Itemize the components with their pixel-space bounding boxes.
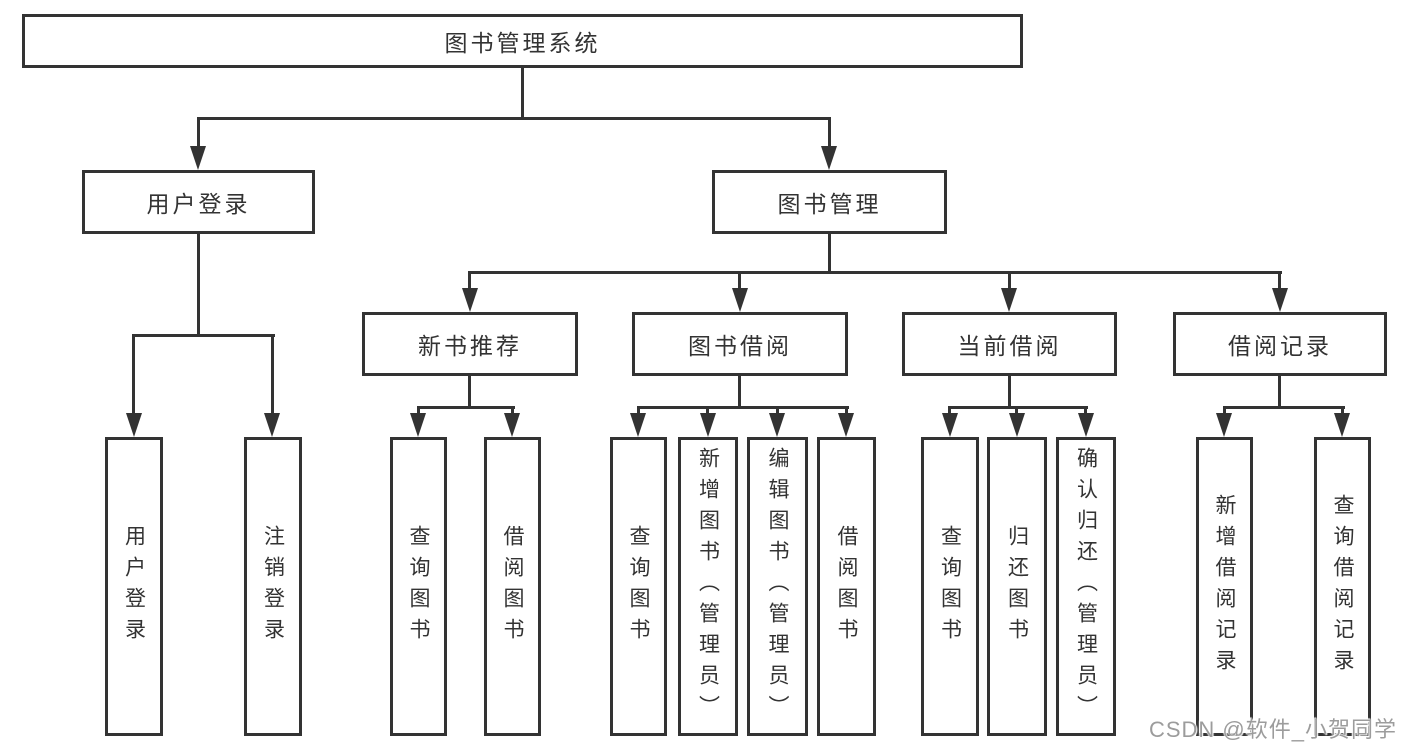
connector [828,233,831,274]
node-label: 新书推荐 [418,333,522,359]
leaf-borrow-books: 借阅图书 [817,437,876,736]
node-current-borrowing: 当前借阅 [902,312,1117,376]
node-label: 归还图书 [1005,524,1029,649]
arrow-down-icon [821,146,837,170]
arrow-down-icon [264,413,280,437]
node-label: 确认归还（管理员） [1074,447,1098,726]
connector [845,406,848,416]
connector [738,375,741,408]
arrow-down-icon [1334,413,1350,437]
connector [1223,406,1226,416]
arrow-down-icon [190,146,206,170]
connector [521,68,524,118]
connector [948,406,951,416]
node-label: 图书管理系统 [444,30,601,56]
node-label: 图书管理 [777,191,882,217]
arrow-down-icon [838,413,854,437]
node-label: 借阅图书 [835,524,858,649]
leaf-edit-books-admin: 编辑图书（管理员） [747,437,808,736]
node-label: 借阅图书 [501,524,524,649]
connector [271,334,274,417]
leaf-query-books-borrow: 查询图书 [610,437,667,736]
connector [468,271,471,292]
connector [738,271,741,292]
node-label: 新增图书（管理员） [696,447,720,726]
node-label: 图书借阅 [688,333,792,359]
arrow-down-icon [1001,288,1017,312]
arrow-down-icon [462,288,478,312]
connector [1278,271,1281,292]
connector [776,406,779,416]
node-borrowing-records: 借阅记录 [1173,312,1387,376]
leaf-borrow-books-recommend: 借阅图书 [484,437,541,736]
node-library-management-system: 图书管理系统 [22,14,1023,68]
arrow-down-icon [942,413,958,437]
connector [1278,375,1281,408]
connector [637,406,849,409]
connector [1341,406,1344,416]
node-label: 查询图书 [938,524,962,649]
connector [132,334,135,417]
connector [1084,406,1087,416]
leaf-return-books: 归还图书 [987,437,1047,736]
connector [1223,406,1345,409]
node-label: 当前借阅 [957,333,1062,359]
arrow-down-icon [1009,413,1025,437]
arrow-down-icon [1216,413,1232,437]
connector [828,117,831,149]
connector [197,233,200,336]
arrow-down-icon [732,288,748,312]
connector [1008,271,1011,292]
arrow-down-icon [126,413,142,437]
connector [948,406,1088,409]
arrow-down-icon [769,413,785,437]
leaf-user-login: 用户登录 [105,437,163,736]
leaf-add-borrow-record: 新增借阅记录 [1196,437,1253,736]
node-book-management: 图书管理 [712,170,947,234]
connector [1015,406,1018,416]
leaf-query-borrow-record: 查询借阅记录 [1314,437,1371,736]
connector [417,406,515,409]
node-label: 注销登录 [261,524,285,649]
node-new-book-recommendation: 新书推荐 [362,312,578,376]
node-label: 用户登录 [146,191,251,217]
node-label: 编辑图书（管理员） [766,447,789,726]
arrow-down-icon [1272,288,1288,312]
connector [132,334,275,337]
leaf-query-books-recommend: 查询图书 [390,437,447,736]
node-book-borrowing: 图书借阅 [632,312,848,376]
connector [706,406,709,416]
leaf-confirm-return-admin: 确认归还（管理员） [1056,437,1116,736]
leaf-add-books-admin: 新增图书（管理员） [678,437,738,736]
arrow-down-icon [504,413,520,437]
connector [1008,375,1011,408]
node-label: 用户登录 [122,524,146,649]
leaf-logout: 注销登录 [244,437,302,736]
node-label: 新增借阅记录 [1213,493,1236,680]
connector [197,117,200,149]
leaf-query-books-current: 查询图书 [921,437,979,736]
watermark: CSDN @软件_小贺同学 [1148,717,1397,742]
connector [197,117,831,120]
node-label: 查询借阅记录 [1331,493,1354,680]
node-label: 借阅记录 [1228,333,1332,359]
arrow-down-icon [410,413,426,437]
arrow-down-icon [700,413,716,437]
connector [511,406,514,416]
node-label: 查询图书 [407,524,430,649]
node-user-login: 用户登录 [82,170,315,234]
node-label: 查询图书 [627,524,650,649]
connector [468,375,471,408]
arrow-down-icon [630,413,646,437]
arrow-down-icon [1078,413,1094,437]
connector [637,406,640,416]
connector [468,271,1282,274]
connector [417,406,420,416]
